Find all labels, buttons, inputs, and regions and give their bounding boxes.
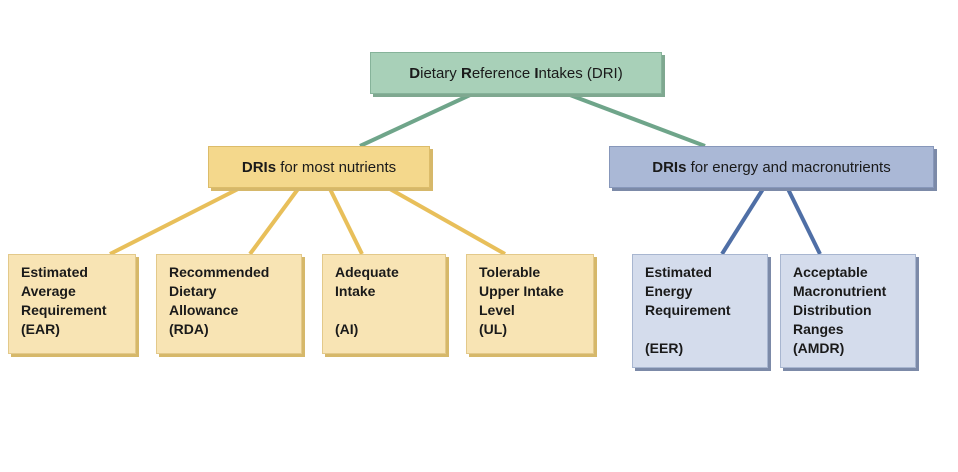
connector-left-ear <box>109 187 239 256</box>
connector-left-rda <box>248 187 300 256</box>
leaf-line: Intake <box>335 283 376 299</box>
leaf-line: Upper Intake <box>479 283 564 299</box>
leaf-line: Dietary <box>169 283 217 299</box>
branch-node-most-nutrients: DRIs for most nutrients <box>208 146 430 188</box>
leaf-line: Distribution <box>793 302 872 318</box>
connector-left-ul <box>389 187 506 256</box>
leaf-line: Level <box>479 302 515 318</box>
leaf-line: Energy <box>645 283 693 299</box>
leaf-node-ai: Adequate Intake (AI) <box>322 254 446 354</box>
leaf-line: Acceptable <box>793 264 868 280</box>
leaf-node-ear: Estimated Average Requirement (EAR) <box>8 254 136 354</box>
leaf-spacer <box>335 301 435 320</box>
leaf-line: Allowance <box>169 302 239 318</box>
leaf-spacer <box>645 320 757 339</box>
leaf-line: Adequate <box>335 264 399 280</box>
leaf-line: (UL) <box>479 321 507 337</box>
leaf-line: Estimated <box>21 264 88 280</box>
leaf-line: (EAR) <box>21 321 60 337</box>
leaf-node-amdr: Acceptable Macronutrient Distribution Ra… <box>780 254 916 368</box>
leaf-line: Ranges <box>793 321 844 337</box>
leaf-line: Average <box>21 283 76 299</box>
connector-root-left <box>359 93 471 148</box>
connector-root-right <box>569 93 706 148</box>
leaf-line: (EER) <box>645 340 684 356</box>
connector-right-eer <box>720 187 765 256</box>
leaf-node-ul: Tolerable Upper Intake Level (UL) <box>466 254 594 354</box>
connector-right-amdr <box>786 188 822 255</box>
leaf-line: (AMDR) <box>793 340 845 356</box>
leaf-line: Tolerable <box>479 264 541 280</box>
leaf-node-eer: Estimated Energy Requirement (EER) <box>632 254 768 368</box>
branch-node-energy-macronutrients: DRIs for energy and macronutrients <box>609 146 934 188</box>
leaf-line: Requirement <box>21 302 107 318</box>
leaf-line: Estimated <box>645 264 712 280</box>
leaf-line: (RDA) <box>169 321 209 337</box>
root-node-dri: Dietary Reference Intakes (DRI) <box>370 52 662 94</box>
leaf-line: Recommended <box>169 264 270 280</box>
leaf-node-rda: Recommended Dietary Allowance (RDA) <box>156 254 302 354</box>
connector-left-ai <box>328 188 364 255</box>
leaf-line: (AI) <box>335 321 359 337</box>
leaf-line: Macronutrient <box>793 283 887 299</box>
leaf-line: Requirement <box>645 302 731 318</box>
